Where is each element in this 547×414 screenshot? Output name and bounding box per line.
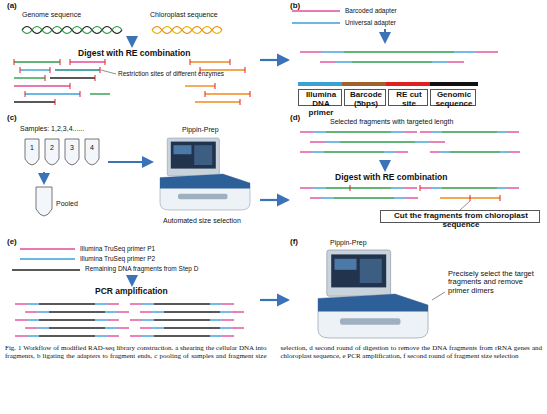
step-arrow xyxy=(260,299,288,301)
panel-letter: (f) xyxy=(290,237,298,246)
step-arrow xyxy=(260,59,288,61)
segment-label-box: Genomic sequence xyxy=(430,89,476,106)
segment-label-box: Illumina DNA primer xyxy=(298,89,342,106)
annotation-label: Universal adapter xyxy=(345,19,445,26)
panel-letter: (d) xyxy=(290,113,300,122)
annotation-label: Precisely select the target fragments an… xyxy=(448,270,543,295)
annotation-label: Barcoded adapter xyxy=(345,7,445,14)
annotation-label: 4 xyxy=(86,144,98,152)
panel-letter: (c) xyxy=(7,113,17,122)
annotation-label: 2 xyxy=(46,144,58,152)
annotation-label: Pooled xyxy=(56,200,96,208)
annotation-label: 3 xyxy=(66,144,78,152)
annotation-label: Automated size selection xyxy=(163,217,260,225)
annotation-label: Restriction sites of different enzymes xyxy=(118,70,258,77)
panel-letter: (e) xyxy=(7,237,17,246)
panel-letter: (a) xyxy=(7,1,17,10)
step-heading: PCR amplification xyxy=(95,287,215,296)
box-text: RE cut site xyxy=(391,91,427,109)
panel-region: (f) xyxy=(288,236,545,340)
segment-label-box: Barcode (5bps) xyxy=(344,89,386,106)
box-text: Barcode (5bps) xyxy=(347,91,385,109)
step-arrow xyxy=(260,199,288,201)
figure-caption: Fig. 1 Workflow of modified RAD-seq libr… xyxy=(5,344,542,361)
annotation-label: Selected fragments with targeted length xyxy=(330,118,530,126)
annotation-label: Genome sequence xyxy=(22,11,112,19)
annotation-label: Pippin-Prep xyxy=(182,126,252,134)
panel-region: (b) Illumina DNA primer Barcode (5bps) RE c… xyxy=(288,0,545,110)
annotation-label: Illumina TruSeq primer P2 xyxy=(80,255,220,262)
box-text: Cut the fragments from chloroplast seque… xyxy=(383,212,539,230)
annotation-label: 1 xyxy=(26,144,38,152)
note-box: Cut the fragments from chloroplast seque… xyxy=(380,210,540,223)
annotation-label: Samples: 1,2,3,4...... xyxy=(20,125,130,133)
box-text: Illumina DNA primer xyxy=(301,91,341,117)
box-text: Genomic sequence xyxy=(433,91,475,109)
step-heading: Digest with RE combination xyxy=(78,49,218,58)
annotation-label: Illumina TruSeq primer P1 xyxy=(80,245,220,252)
segment-label-box: RE cut site xyxy=(388,89,428,106)
step-heading: Digest with RE combination xyxy=(335,173,485,182)
panel-letter: (b) xyxy=(290,1,300,10)
annotation-label: Remaining DNA fragments from Step D xyxy=(85,265,255,272)
annotation-label: Chloroplast sequence xyxy=(150,11,245,19)
annotation-label: Pippin-Prep xyxy=(330,239,400,247)
